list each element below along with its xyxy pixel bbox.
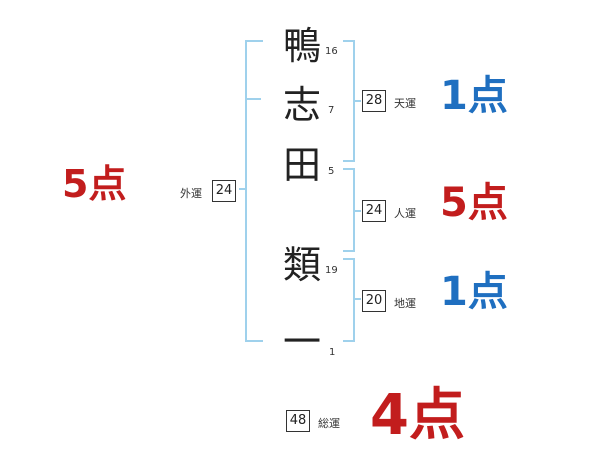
name-char-5: 一 [283,320,322,364]
tenun-label: 天運 [394,97,416,110]
stroke-count-4: 19 [325,265,338,276]
gaiun-score: 5点 [62,162,127,206]
stroke-count-3: 5 [328,166,335,177]
jinun-score: 5点 [440,180,508,226]
chiun-label: 地運 [394,297,416,310]
stroke-count-5: 1 [329,347,336,358]
outer-bracket-connector [239,188,247,190]
tenun-score: 1点 [440,73,508,119]
chiun-bracket [343,258,355,342]
name-char-3: 田 [283,143,322,187]
outer-bracket-mid-tick [245,98,261,100]
stroke-count-1: 16 [325,46,338,57]
outer-bracket [245,40,263,342]
stroke-count-2: 7 [328,105,335,116]
tenun-bracket-connector [353,100,361,102]
souun-score: 4点 [370,383,465,448]
name-char-4: 類 [283,243,322,287]
name-char-2: 志 [283,83,322,127]
tenun-value: 28 [362,90,386,112]
jinun-label: 人運 [394,207,416,220]
gaiun-label: 外運 [180,187,202,200]
chiun-value: 20 [362,290,386,312]
chiun-score: 1点 [440,269,508,315]
gaiun-value: 24 [212,180,236,202]
souun-value: 48 [286,410,310,432]
souun-label: 総運 [318,417,340,430]
jinun-bracket-connector [353,210,361,212]
name-char-1: 鴨 [283,24,322,68]
jinun-value: 24 [362,200,386,222]
chiun-bracket-connector [353,298,361,300]
